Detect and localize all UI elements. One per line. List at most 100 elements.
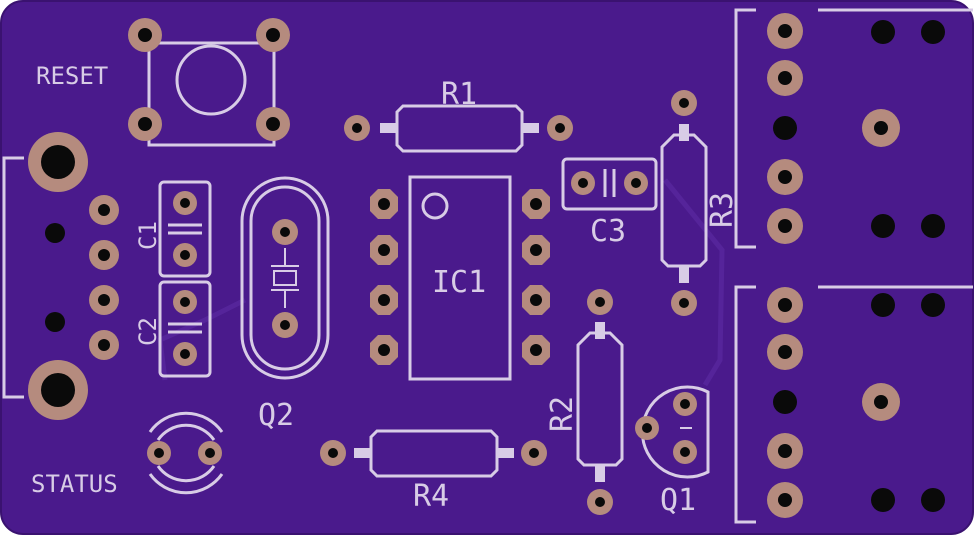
jack-top-footprint	[734, 8, 973, 249]
jack-bottom-hole-2	[778, 345, 792, 359]
r2-lead-bottom	[595, 465, 605, 482]
c1-outline	[158, 180, 212, 278]
reset-hole-4	[266, 117, 280, 131]
reset-button-cap	[175, 44, 247, 116]
ic1-pads-left	[370, 189, 398, 365]
jack-top-outline	[734, 8, 756, 249]
status-label: STATUS	[31, 470, 118, 498]
jack-top-hole-1	[778, 24, 792, 38]
q2-outline-inner	[249, 185, 321, 371]
c1-footprint	[158, 180, 212, 278]
c3-hole-1	[578, 178, 588, 188]
copper-traces	[157, 178, 725, 387]
r3-label: R3	[705, 192, 740, 228]
jack-bottom-mount-3	[871, 488, 895, 512]
status-led-hole-2	[205, 448, 215, 458]
jack-top-mount-2	[921, 20, 945, 44]
jack-bottom-hole-3	[778, 444, 792, 458]
r1-label: R1	[441, 77, 477, 112]
reset-hole-3	[138, 117, 152, 131]
ic1-pads-right	[522, 189, 550, 365]
r1-hole-2	[555, 123, 565, 133]
jack-bottom-footprint	[734, 285, 973, 524]
q1-hole-3	[680, 447, 690, 457]
r1-hole-1	[352, 123, 362, 133]
r3-footprint	[660, 90, 708, 316]
r3-lead-top	[679, 124, 689, 141]
jack-top-mount-1	[871, 20, 895, 44]
c3-footprint	[561, 157, 658, 211]
r4-hole-2	[529, 448, 539, 458]
ic1-outline	[408, 175, 512, 381]
r1-body	[395, 104, 524, 153]
locator-hole-2	[45, 312, 65, 332]
q1-label: Q1	[660, 483, 696, 518]
status-led-footprint	[147, 411, 224, 495]
jack-bottom-hole-1	[778, 298, 792, 312]
r3-hole-1	[679, 98, 689, 108]
c1-label: C1	[134, 221, 162, 250]
status-led-arc-bottom	[148, 473, 224, 495]
reset-hole-1	[138, 28, 152, 42]
reset-button-footprint	[128, 18, 290, 147]
c3-hole-2	[631, 178, 641, 188]
q2-crystal-footprint	[240, 176, 330, 380]
r2-hole-2	[595, 497, 605, 507]
r4-label: R4	[413, 479, 449, 514]
c3-outline	[561, 157, 658, 211]
r2-lead-top	[595, 322, 605, 339]
jack-bottom-mount-2	[921, 293, 945, 317]
jack-top-hole-4	[778, 219, 792, 233]
ic1-pin1-marker	[421, 192, 449, 220]
r3-body	[660, 133, 708, 268]
q2-label: Q2	[258, 398, 294, 433]
r2-label: R2	[545, 396, 580, 432]
jack-bottom-hole-4	[778, 493, 792, 507]
c2-hole-2	[180, 349, 190, 359]
c1-hole-1	[180, 198, 190, 208]
ic1-footprint	[370, 175, 550, 381]
q2-crystal-body	[273, 270, 297, 286]
mount-hole-bottom	[41, 373, 75, 407]
q2-hole-2	[280, 320, 290, 330]
conn-hole-3	[98, 294, 110, 306]
c2-label: C2	[134, 317, 162, 346]
jack-bottom-outline	[734, 285, 756, 524]
r2-body	[576, 331, 624, 467]
r4-footprint	[320, 429, 547, 478]
status-led-hole-1	[154, 448, 164, 458]
jack-bottom-mount-4	[921, 488, 945, 512]
status-led-arc-bottom-inner	[156, 465, 216, 483]
ic1-label: IC1	[432, 265, 486, 300]
jack-top-mount-3	[871, 214, 895, 238]
jack-bottom-mount-1	[871, 293, 895, 317]
mount-hole-top	[41, 145, 75, 179]
r1-lead-left	[380, 123, 397, 133]
status-led-arc-top-inner	[156, 423, 216, 441]
r3-lead-bottom	[679, 266, 689, 283]
jack-top-hole-big	[874, 121, 888, 135]
left-connector-outline	[2, 156, 24, 399]
r4-lead-left	[354, 448, 371, 458]
q2-outline-outer	[240, 176, 330, 380]
jack-top-hole-center	[773, 116, 797, 140]
c3-label: C3	[590, 214, 626, 249]
reset-label: RESET	[36, 62, 108, 90]
r4-lead-right	[497, 448, 514, 458]
conn-hole-4	[98, 339, 110, 351]
c2-outline	[158, 280, 212, 378]
c2-footprint	[158, 280, 212, 378]
jack-top-hole-2	[778, 71, 792, 85]
reset-hole-2	[266, 28, 280, 42]
conn-hole-1	[98, 204, 110, 216]
conn-hole-2	[98, 249, 110, 261]
q2-hole-1	[280, 227, 290, 237]
r1-lead-right	[522, 123, 539, 133]
left-connector-footprint	[2, 132, 119, 420]
locator-hole-1	[45, 223, 65, 243]
r3-hole-2	[679, 298, 689, 308]
r1-footprint	[344, 104, 573, 153]
status-led-arc-top	[148, 411, 224, 433]
